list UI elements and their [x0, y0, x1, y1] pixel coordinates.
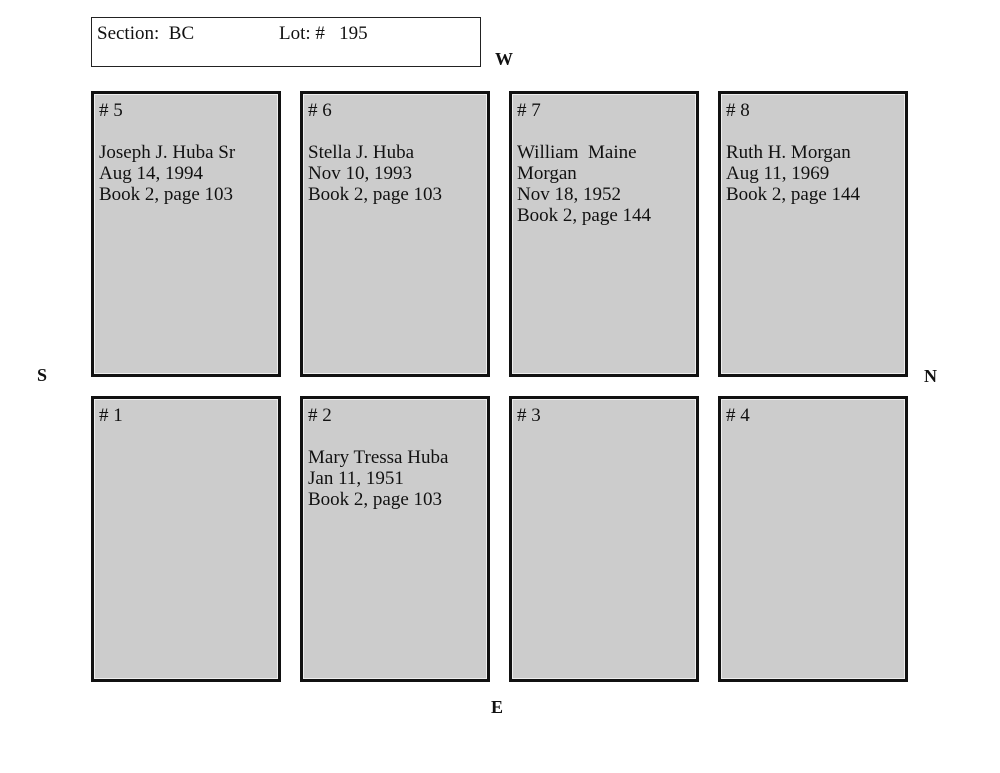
plot-1: # 1 — [91, 396, 281, 682]
plot-record: Book 2, page 103 — [308, 184, 443, 205]
plot-date: Jan 11, 1951 — [308, 468, 404, 489]
lot-label: Lot: # 195 — [279, 23, 368, 44]
plot-name: Joseph J. Huba Sr — [99, 142, 236, 163]
plot-date: Aug 14, 1994 — [99, 163, 203, 184]
section-label: Section: BC — [97, 23, 195, 44]
plot-number: # 4 — [726, 405, 750, 426]
plot-record: Book 2, page 144 — [726, 184, 861, 205]
plot-2: # 2 Mary Tressa Huba Jan 11, 1951 Book 2… — [300, 396, 490, 682]
plot-3: # 3 — [509, 396, 699, 682]
compass-east: E — [491, 697, 504, 717]
plot-date: Aug 11, 1969 — [726, 163, 830, 184]
compass-west: W — [495, 49, 513, 69]
compass-north: N — [924, 366, 937, 386]
plot-record: Book 2, page 144 — [517, 205, 652, 226]
plot-number: # 6 — [308, 100, 332, 121]
plot-5: # 5 Joseph J. Huba Sr Aug 14, 1994 Book … — [91, 91, 281, 377]
plot-record: Book 2, page 103 — [308, 489, 443, 510]
plot-name-cont: Morgan — [517, 163, 577, 184]
plot-number: # 7 — [517, 100, 541, 121]
section-lot-header: Section: BC Lot: # 195 — [91, 17, 481, 67]
plot-name: William Maine — [517, 142, 637, 163]
plot-number: # 3 — [517, 405, 541, 426]
compass-south: S — [37, 365, 48, 385]
plot-record: Book 2, page 103 — [99, 184, 234, 205]
plot-number: # 8 — [726, 100, 750, 121]
plot-8: # 8 Ruth H. Morgan Aug 11, 1969 Book 2, … — [718, 91, 908, 377]
plot-date: Nov 18, 1952 — [517, 184, 621, 205]
plot-6: # 6 Stella J. Huba Nov 10, 1993 Book 2, … — [300, 91, 490, 377]
plot-name: Mary Tressa Huba — [308, 447, 449, 468]
plot-4: # 4 — [718, 396, 908, 682]
plot-number: # 5 — [99, 100, 123, 121]
plot-number: # 2 — [308, 405, 332, 426]
plot-number: # 1 — [99, 405, 123, 426]
plot-7: # 7 William Maine Morgan Nov 18, 1952 Bo… — [509, 91, 699, 377]
plot-date: Nov 10, 1993 — [308, 163, 412, 184]
plot-name: Stella J. Huba — [308, 142, 415, 163]
plot-name: Ruth H. Morgan — [726, 142, 851, 163]
